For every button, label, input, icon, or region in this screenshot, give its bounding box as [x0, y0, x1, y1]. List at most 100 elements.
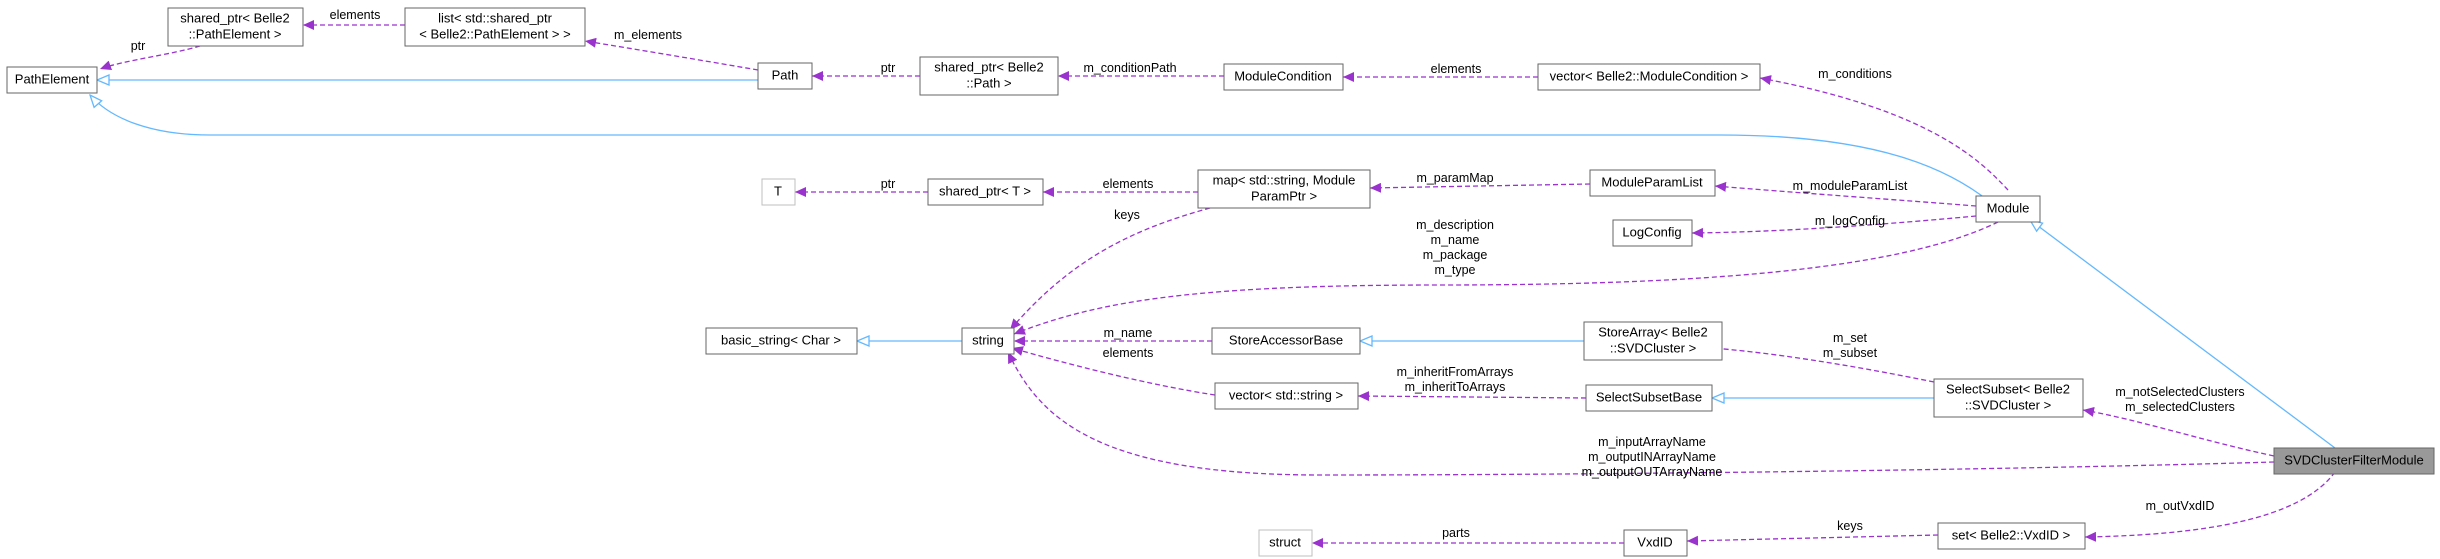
node-list-pathelement-line1: list< std::shared_ptr	[438, 10, 552, 25]
node-map-line1: map< std::string, Module	[1213, 172, 1356, 187]
node-storearray-line2: ::SVDCluster >	[1610, 340, 1696, 355]
node-storearray-line1: StoreArray< Belle2	[1598, 324, 1707, 339]
node-storeaccessorbase[interactable]: StoreAccessorBase	[1211, 327, 1361, 355]
node-sharedptr-t-label: shared_ptr< T >	[939, 183, 1031, 198]
label-ptr-t: ptr	[881, 177, 896, 191]
node-selectsubset-line1: SelectSubset< Belle2	[1946, 381, 2070, 396]
inheritance-edges	[90, 80, 2336, 449]
label-m-subset: m_subset	[1823, 346, 1878, 360]
node-sharedptr-path[interactable]: shared_ptr< Belle2 ::Path >	[919, 56, 1059, 96]
label-m-moduleparamlist: m_moduleParamList	[1793, 179, 1908, 193]
label-m-name: m_name	[1104, 326, 1153, 340]
node-sharedptr-path-line2: ::Path >	[966, 75, 1011, 90]
label-elements-vector: elements	[1103, 346, 1154, 360]
node-svdclusterfiltermodule[interactable]: SVDClusterFilterModule	[2273, 447, 2435, 475]
edge-map-to-string	[1009, 207, 1211, 331]
node-set-vxdid-label: set< Belle2::VxdID >	[1952, 527, 2071, 542]
node-logconfig[interactable]: LogConfig	[1612, 219, 1693, 247]
node-path-label: Path	[772, 67, 799, 82]
edge-paramlist-to-map	[1369, 182, 1591, 193]
label-ptr-pathelement: ptr	[131, 39, 146, 53]
node-modulecondition[interactable]: ModuleCondition	[1223, 63, 1344, 91]
label-parts: parts	[1442, 526, 1470, 540]
node-struct-label: struct	[1269, 534, 1301, 549]
edge-path-to-list	[584, 37, 759, 71]
edge-module-to-logconfig	[1691, 215, 1977, 238]
label-inherit-from: m_inheritFromArrays	[1397, 365, 1514, 379]
edge-module-to-string	[1013, 221, 1999, 335]
node-vector-modulecondition[interactable]: vector< Belle2::ModuleCondition >	[1537, 63, 1761, 91]
node-path[interactable]: Path	[757, 62, 813, 90]
label-m-notselectedclusters: m_notSelectedClusters	[2115, 385, 2244, 399]
node-sharedptr-pathelement-line2: ::PathElement >	[189, 26, 282, 41]
node-set-vxdid[interactable]: set< Belle2::VxdID >	[1937, 522, 2086, 550]
label-module-name: m_name	[1431, 233, 1480, 247]
edge-selectsubset-to-storearray	[1699, 342, 1935, 383]
edge-svdclusterfilter-to-string	[1007, 351, 2275, 476]
node-list-pathelement[interactable]: list< std::shared_ptr < Belle2::PathElem…	[404, 7, 586, 47]
node-module[interactable]: Module	[1975, 195, 2041, 223]
label-elements-map: elements	[1103, 177, 1154, 191]
edge-labels: ptr elements m_elements ptr m_conditionP…	[131, 8, 2245, 540]
node-map-line2: ParamPtr >	[1251, 188, 1317, 203]
node-svdclusterfiltermodule-label: SVDClusterFilterModule	[2284, 452, 2423, 467]
node-basicstring[interactable]: basic_string< Char >	[705, 327, 858, 355]
label-elements-list: elements	[330, 8, 381, 22]
label-m-parammap: m_paramMap	[1416, 171, 1493, 185]
node-string-label: string	[972, 332, 1004, 347]
label-m-conditionpath: m_conditionPath	[1083, 61, 1176, 75]
label-m-elements: m_elements	[614, 28, 682, 42]
node-storearray-svdcluster[interactable]: StoreArray< Belle2 ::SVDCluster >	[1583, 321, 1723, 361]
edge-sharedptr-pathelement	[99, 45, 201, 70]
node-struct[interactable]: struct	[1258, 529, 1313, 557]
edge-module-to-vector	[1759, 75, 2009, 191]
edge-setvxdid-to-vxdid	[1686, 534, 1939, 546]
label-m-conditions: m_conditions	[1818, 67, 1892, 81]
node-vxdid[interactable]: VxdID	[1623, 529, 1688, 557]
node-sharedptr-path-line1: shared_ptr< Belle2	[934, 59, 1044, 74]
node-list-pathelement-line2: < Belle2::PathElement > >	[419, 26, 570, 41]
label-m-outvxdid: m_outVxdID	[2146, 499, 2215, 513]
label-m-logconfig: m_logConfig	[1815, 214, 1885, 228]
node-logconfig-label: LogConfig	[1622, 224, 1681, 239]
edge-selectsubsetbase-to-vectorstring	[1357, 391, 1587, 402]
node-t[interactable]: T	[761, 178, 796, 206]
label-inherit-to: m_inheritToArrays	[1405, 380, 1506, 394]
node-string[interactable]: string	[961, 327, 1015, 355]
node-vector-string-label: vector< std::string >	[1229, 387, 1343, 402]
node-sharedptr-pathelement[interactable]: shared_ptr< Belle2 ::PathElement >	[167, 7, 304, 47]
usage-edges	[99, 20, 2336, 548]
edge-vectorstring-to-string	[1011, 346, 1216, 396]
node-modulecondition-label: ModuleCondition	[1234, 68, 1332, 83]
node-storeaccessorbase-label: StoreAccessorBase	[1229, 332, 1343, 347]
label-m-inputarrayname: m_inputArrayName	[1598, 435, 1706, 449]
edge-module-to-pathelement	[90, 95, 1991, 203]
node-selectsubset-line2: ::SVDCluster >	[1965, 397, 2051, 412]
label-module-type: m_type	[1435, 263, 1476, 277]
node-vector-modulecondition-label: vector< Belle2::ModuleCondition >	[1550, 68, 1749, 83]
label-m-set: m_set	[1833, 331, 1868, 345]
node-vector-string[interactable]: vector< std::string >	[1214, 382, 1359, 410]
node-selectsubsetbase-label: SelectSubsetBase	[1596, 389, 1702, 404]
label-m-outputinarrayname: m_outputINArrayName	[1588, 450, 1716, 464]
node-selectsubset-svdcluster[interactable]: SelectSubset< Belle2 ::SVDCluster >	[1933, 378, 2084, 418]
node-selectsubsetbase[interactable]: SelectSubsetBase	[1585, 384, 1713, 412]
label-m-outputoutarrayname: m_outputOUTArrayName	[1582, 465, 1723, 479]
label-keys-map: keys	[1114, 208, 1140, 222]
node-map-string-moduleparamptr[interactable]: map< std::string, Module ParamPtr >	[1197, 169, 1371, 209]
node-pathelement[interactable]: PathElement	[6, 66, 98, 94]
node-vxdid-label: VxdID	[1637, 534, 1672, 549]
node-moduleparamlist[interactable]: ModuleParamList	[1589, 169, 1716, 197]
label-ptr-path: ptr	[881, 61, 896, 75]
label-module-description: m_description	[1416, 218, 1494, 232]
node-basicstring-label: basic_string< Char >	[721, 332, 841, 347]
node-moduleparamlist-label: ModuleParamList	[1601, 174, 1703, 189]
edge-svdclusterfilter-to-module	[2030, 220, 2336, 449]
node-sharedptr-t[interactable]: shared_ptr< T >	[927, 178, 1044, 206]
edge-module-to-paramlist	[1714, 181, 1977, 207]
node-module-label: Module	[1987, 200, 2030, 215]
node-t-label: T	[774, 183, 782, 198]
label-m-selectedclusters: m_selectedClusters	[2125, 400, 2235, 414]
label-keys-set: keys	[1837, 519, 1863, 533]
